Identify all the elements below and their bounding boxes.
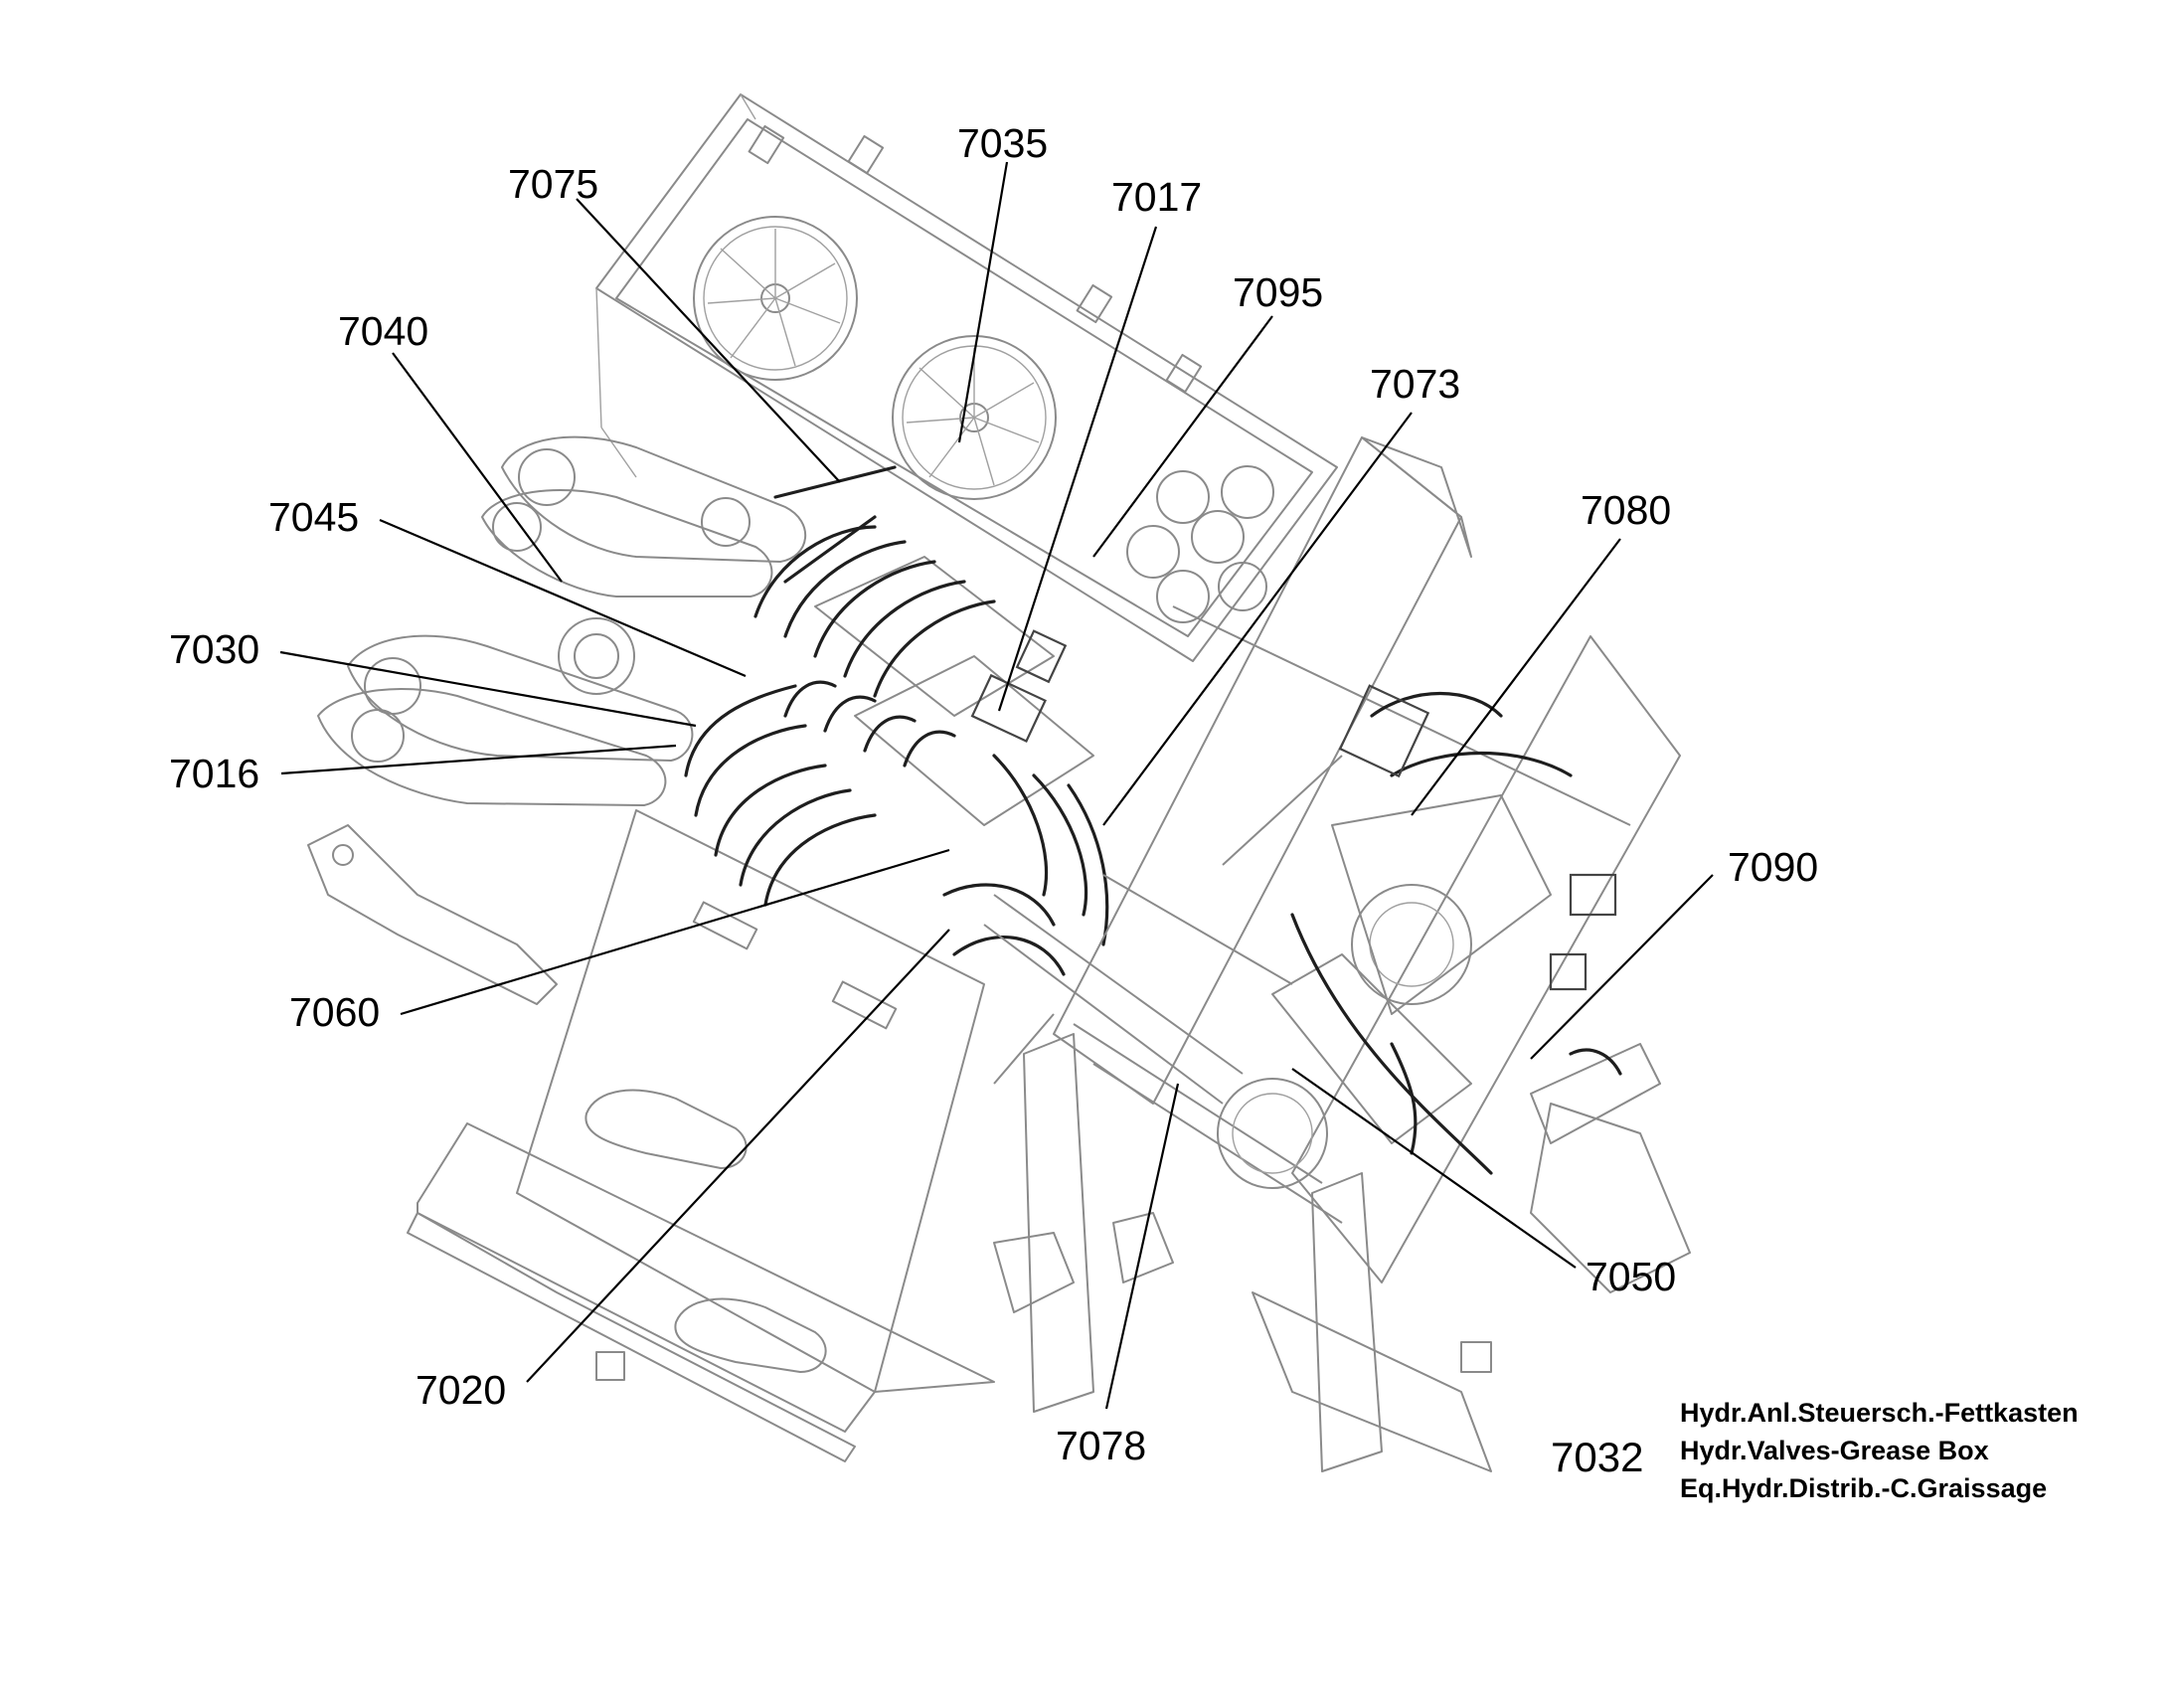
leader-7075 [576,198,841,483]
callout-7020: 7020 [416,1367,506,1413]
leader-7060 [400,848,950,1016]
gauge-cluster [1126,465,1274,623]
fan-right [892,335,1057,500]
leader-7040 [392,352,563,583]
callout-7078: 7078 [1056,1423,1146,1468]
leader-7035 [957,161,1009,443]
leader-7090 [1530,874,1714,1060]
leader-7080 [1411,538,1621,816]
callout-7017: 7017 [1111,174,1202,220]
callout-7080: 7080 [1581,487,1671,533]
leader-7030 [279,650,697,728]
center-struts [983,755,1343,1313]
callout-7095: 7095 [1233,269,1323,315]
assembly-description-de: Hydr.Anl.Steuersch.-Fettkasten [1680,1398,2079,1428]
assembly-number: 7032 [1551,1434,1643,1480]
leader-7095 [1092,315,1273,558]
leader-7050 [1291,1068,1577,1269]
machine-illustration [307,93,1691,1472]
callout-7090: 7090 [1728,844,1818,890]
callout-labels: 7035 7075 7017 7095 7040 7073 7045 7080 … [169,120,1818,1468]
callout-7050: 7050 [1586,1254,1676,1299]
callout-7060: 7060 [289,989,380,1035]
callout-7075: 7075 [508,161,598,207]
fan-housing [595,93,1338,662]
callout-7016: 7016 [169,751,259,796]
callout-7073: 7073 [1370,361,1460,407]
leader-7078 [1104,1083,1180,1410]
fan-left [693,216,858,381]
leader-7017 [997,226,1158,712]
leader-7045 [379,518,747,678]
lifting-arms [307,435,806,1005]
callout-7030: 7030 [169,626,259,672]
hose-bundle [684,465,1109,976]
lower-left-frame [407,809,995,1462]
leader-7073 [1102,412,1413,826]
assembly-description-fr: Eq.Hydr.Distrib.-C.Graissage [1680,1473,2047,1503]
valve-block [814,556,1094,826]
callout-7035: 7035 [957,120,1048,166]
leader-lines [279,161,1714,1410]
callout-7045: 7045 [268,494,359,540]
main-frame-right [1023,436,1691,1472]
engine [1217,684,1622,1189]
leader-7016 [280,744,677,775]
assembly-title-block: 7032 Hydr.Anl.Steuersch.-Fettkasten Hydr… [1551,1398,2079,1503]
leader-7020 [526,929,950,1383]
callout-7040: 7040 [338,308,428,354]
assembly-description-en: Hydr.Valves-Grease Box [1680,1436,1989,1465]
